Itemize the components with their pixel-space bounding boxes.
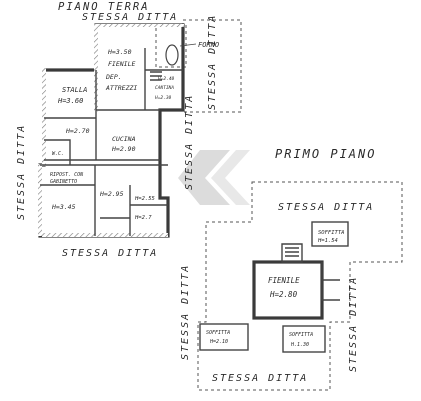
first-floor-bottom-neighbor: STESSA DITTA (212, 373, 308, 384)
soffitta-right-label: SOFFITTA (289, 332, 313, 338)
fienile-label: FIENILE (108, 60, 135, 68)
cucina-label: CUCINA (112, 135, 136, 143)
ground-floor-right-lower-neighbor: STESSA DITTA (184, 94, 195, 190)
first-floor-plan (197, 181, 403, 391)
soffitta-left-room (199, 323, 249, 351)
deposito-label: DEP. (105, 73, 122, 81)
room-height-295-label: H=2.95 (99, 190, 124, 198)
soffitta-right-height: H.1.30 (290, 342, 309, 348)
stalla-label: STALLA (62, 86, 87, 94)
ground-floor-top-neighbor: STESSA DITTA (82, 12, 178, 23)
room-height-270-label: H=2.70 (65, 127, 90, 135)
ripostiglio-label: RIPOST. CON (50, 172, 84, 178)
first-floor-fienile-label: FIENILE (268, 276, 300, 285)
ground-floor-plan (38, 19, 242, 238)
stalla-height-label: H=3.60 (57, 97, 83, 105)
first-floor-outline (197, 181, 403, 391)
room-height-255-label: H=2.55 (134, 196, 155, 202)
ground-floor-left-neighbor: STESSA DITTA (16, 124, 27, 220)
first-floor-top-neighbor: STESSA DITTA (278, 202, 374, 213)
fienile-height-label: H=3.50 (107, 48, 132, 56)
room-height-345-label: H=3.45 (51, 203, 76, 211)
watermark-logo (178, 150, 250, 205)
soffitta-right-room (282, 325, 326, 353)
wc-label: W.C. (52, 151, 64, 157)
first-floor-title: PRIMO PIANO (275, 147, 376, 161)
ground-floor-right-neighbor: STESSA DITTA (207, 14, 218, 110)
ground-floor-bottom-neighbor: STESSA DITTA (62, 248, 158, 259)
soffitta-top-room (311, 221, 349, 247)
forno-label: FORNO (198, 41, 219, 49)
soffitta-left-label: SOFFITTA (206, 330, 230, 336)
oven-symbol (165, 44, 179, 66)
cantina-label: CANTINA (155, 85, 174, 91)
cucina-height-label: H=2.90 (111, 145, 136, 153)
ground-floor-title: PIANO TERRA (58, 1, 150, 13)
soffitta-left-height: H=2.10 (209, 339, 228, 345)
soffitta-top-label: SOFFITTA (318, 230, 345, 236)
first-floor-fienile-height: H=2.80 (269, 290, 298, 299)
cantina-sub-label: H=2.30 (154, 95, 172, 101)
attrezzi-label: ATTREZZI (105, 84, 137, 92)
soffitta-top-height: H=1.54 (317, 238, 338, 244)
gabinetto-label: GABINETTO (50, 179, 77, 185)
cantina-height-label: H=2.40 (157, 76, 175, 82)
room-height-27-label: H=2.7 (134, 215, 152, 221)
first-floor-left-neighbor: STESSA DITTA (180, 264, 191, 360)
first-floor-right-neighbor: STESSA DITTA (348, 276, 359, 372)
